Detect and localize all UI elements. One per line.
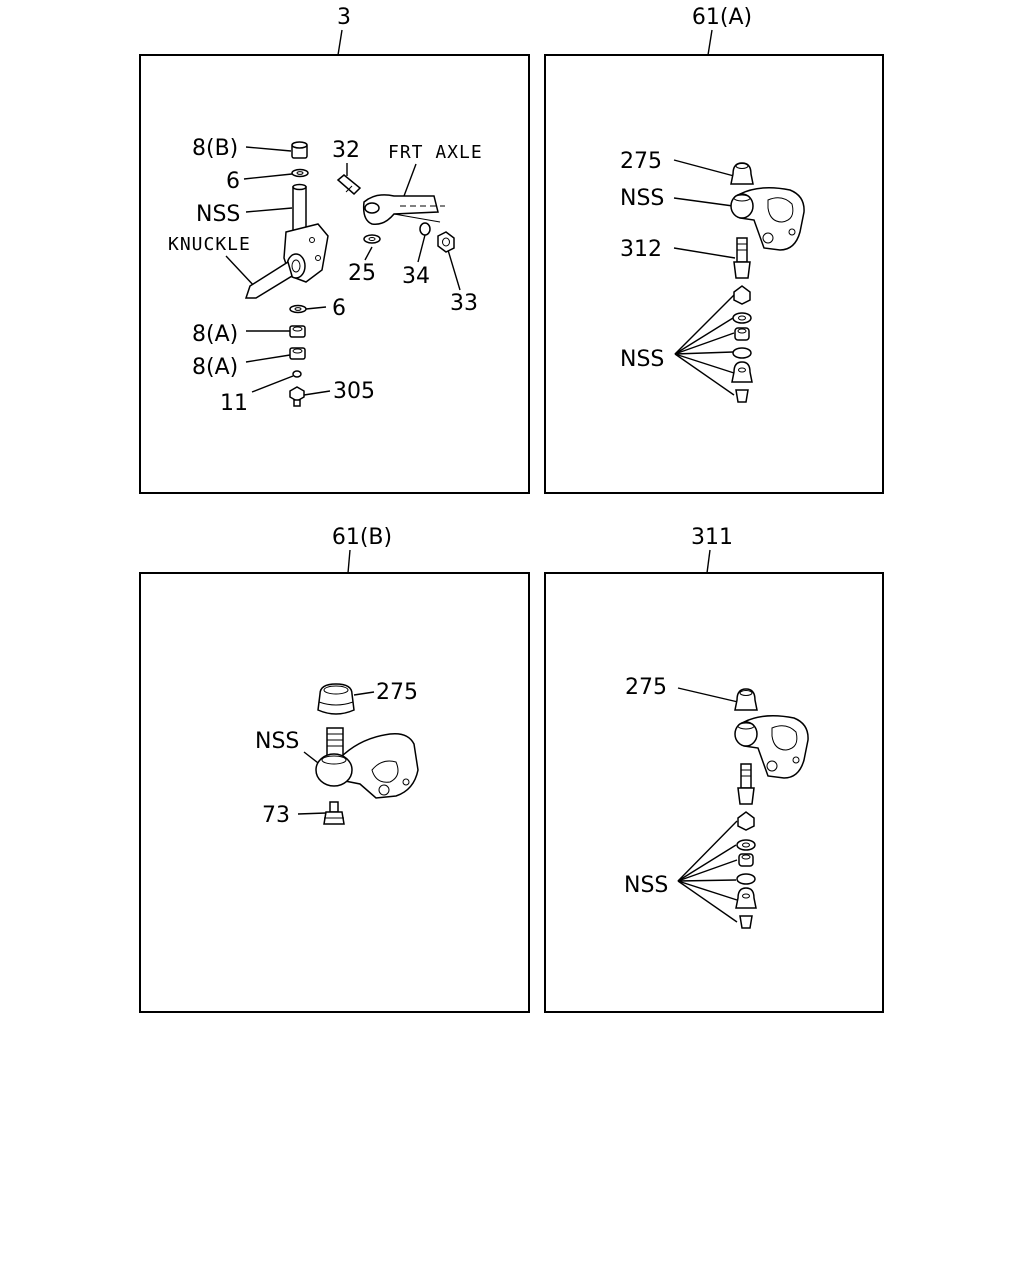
callout-32: 32 (332, 138, 360, 163)
panel-title: 3 (337, 5, 351, 30)
nut-8b (291, 141, 308, 159)
callout-34: 34 (402, 264, 430, 289)
panel-3: 3 8(B) 6 NSS KNUCKLE 32 FRT AXLE 25 34 3… (139, 5, 530, 494)
panel-frame (544, 54, 884, 494)
front-axle-end (362, 194, 445, 226)
washer-25-hole (368, 237, 376, 241)
callout-nss-lower: NSS (620, 347, 664, 372)
callout-312: 312 (620, 237, 662, 262)
stud-312 (733, 237, 751, 279)
callout-knuckle: KNUCKLE (168, 234, 251, 255)
bearing-8a-lower (289, 347, 306, 360)
callout-frt-axle: FRT AXLE (388, 142, 483, 163)
nss-nut-upper (737, 811, 755, 831)
callout-73: 73 (262, 803, 290, 828)
callout-25: 25 (348, 261, 376, 286)
callout-275: 275 (625, 675, 667, 700)
nss-washer-1-hole (738, 315, 746, 321)
bolt-305 (289, 386, 305, 407)
washer-6-upper (291, 168, 309, 178)
washer-25 (363, 234, 381, 244)
panel-61b: 61(B) 275 NSS 73 (139, 525, 530, 1013)
washer-6-lower-hole (294, 307, 302, 311)
tie-rod-end (734, 715, 809, 779)
panel-frame (139, 572, 530, 1013)
leader-lines (673, 159, 736, 396)
bearing-8a-upper (289, 325, 306, 338)
dust-boot-275 (730, 162, 754, 185)
bolt-32 (336, 174, 362, 196)
nss-washer-1-hole (742, 842, 750, 848)
tie-rod-end (730, 187, 805, 251)
callout-275: 275 (376, 680, 418, 705)
washer-6-lower (289, 304, 307, 314)
panel-title-leader (706, 549, 711, 574)
dust-boot-275 (317, 683, 355, 715)
nss-boot-lower (731, 361, 753, 383)
panel-frame (544, 572, 884, 1013)
callout-33: 33 (450, 291, 478, 316)
washer-34 (419, 222, 431, 236)
callout-nss: NSS (624, 873, 668, 898)
nss-nut-upper (733, 285, 751, 305)
panel-title-leader (337, 29, 343, 56)
nss-bushing (734, 327, 750, 341)
callout-8a-upper: 8(A) (192, 322, 238, 347)
tie-rod-end (315, 727, 419, 799)
nss-grease-fitting (739, 915, 753, 929)
panel-title: 61(A) (692, 5, 752, 30)
ring-11 (292, 370, 302, 378)
nut-33 (437, 231, 455, 253)
callout-275: 275 (620, 149, 662, 174)
grease-fitting-73 (323, 801, 345, 825)
stud (737, 763, 755, 805)
panel-311: 311 275 NSS (544, 525, 884, 1013)
nss-boot-lower (735, 887, 757, 909)
callout-8a-lower: 8(A) (192, 355, 238, 380)
leader-lines (677, 687, 739, 923)
callout-8b: 8(B) (192, 136, 238, 161)
knuckle (244, 223, 329, 299)
leader-lines (225, 146, 461, 396)
panel-title: 61(B) (332, 525, 392, 550)
callout-nss: NSS (255, 729, 299, 754)
nss-ring (736, 873, 756, 885)
callout-305: 305 (333, 379, 375, 404)
callout-11: 11 (220, 391, 248, 416)
panel-frame (139, 54, 530, 494)
panel-61a: 61(A) 275 NSS 312 NSS (544, 5, 884, 494)
panel-title: 311 (691, 525, 733, 550)
nss-washer-1 (736, 839, 756, 851)
nss-bushing (738, 853, 754, 867)
panel-title-leader (347, 549, 351, 574)
callout-6-upper: 6 (226, 169, 240, 194)
nss-grease-fitting (735, 389, 749, 403)
nss-washer-1 (732, 312, 752, 324)
washer-6-upper-hole (296, 171, 304, 175)
dust-boot-275 (734, 688, 758, 711)
callout-nss: NSS (196, 202, 240, 227)
nss-ring (732, 347, 752, 359)
panel-title-leader (707, 29, 713, 56)
callout-6-lower: 6 (332, 296, 346, 321)
callout-nss-upper: NSS (620, 186, 664, 211)
